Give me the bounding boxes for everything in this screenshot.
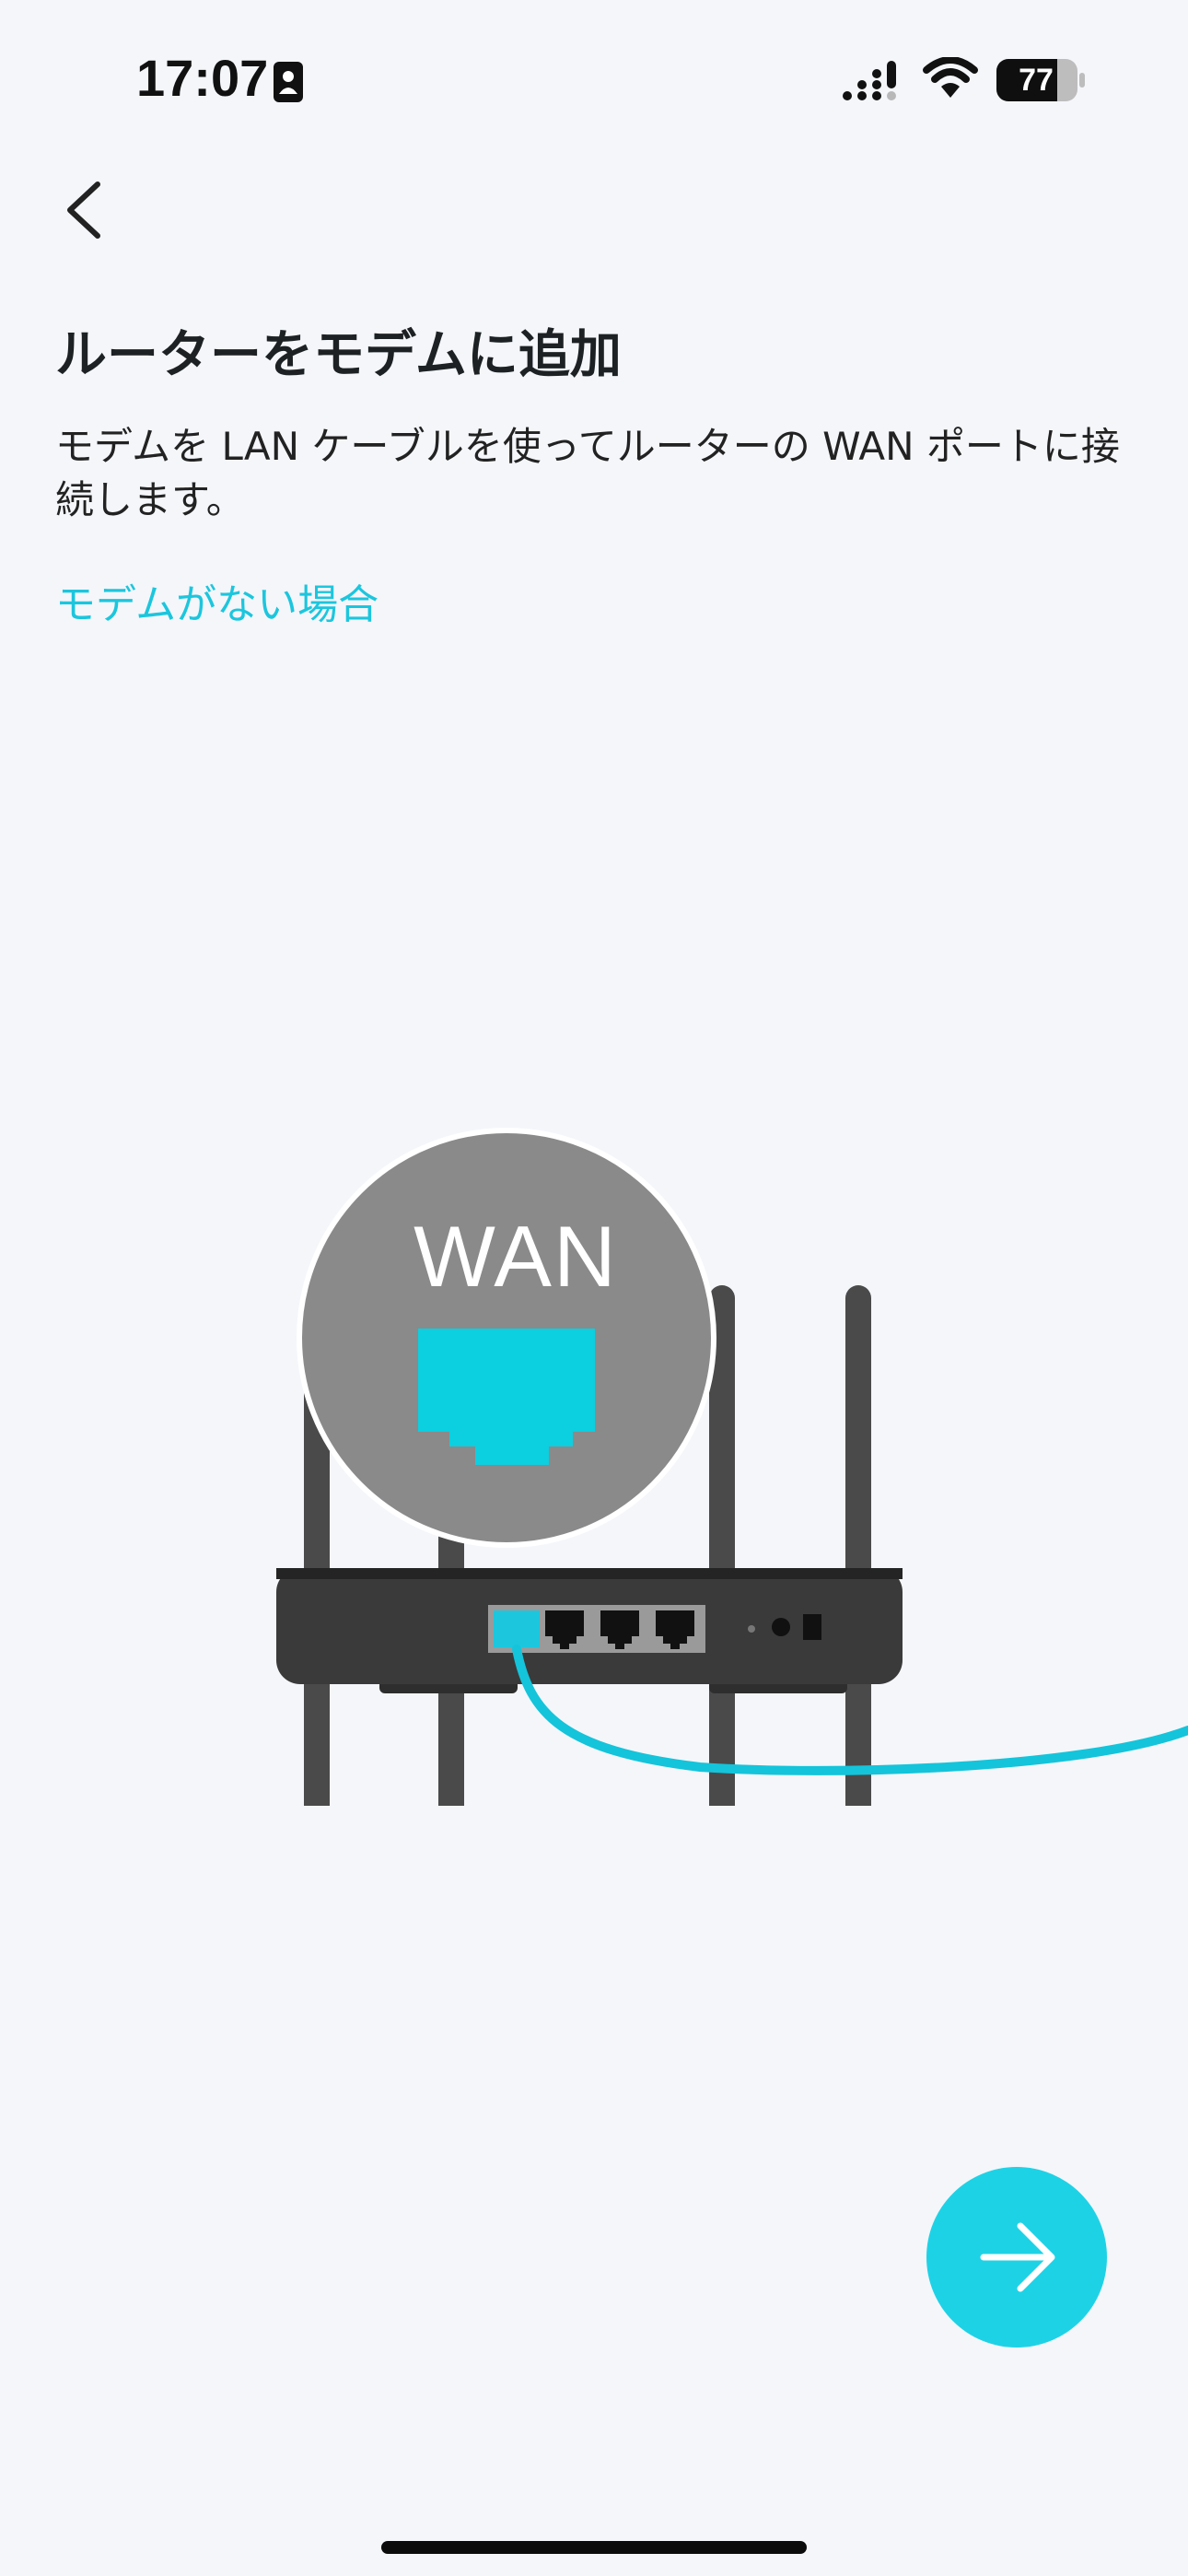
back-button[interactable] bbox=[55, 173, 120, 247]
arrow-right-icon bbox=[980, 2222, 1055, 2292]
cellular-signal-icon bbox=[843, 61, 896, 100]
no-modem-link[interactable]: モデムがない場合 bbox=[55, 581, 379, 628]
wan-port bbox=[494, 1610, 540, 1647]
ethernet-cable bbox=[512, 1645, 1188, 1775]
next-button[interactable] bbox=[926, 2167, 1107, 2348]
wifi-icon bbox=[923, 57, 978, 98]
battery-icon bbox=[996, 59, 1085, 101]
router-illustration bbox=[276, 1128, 1188, 1806]
chevron-left-icon bbox=[67, 181, 100, 239]
status-bar: 17:07 77 bbox=[0, 0, 1188, 157]
status-time: 17:07 bbox=[136, 49, 269, 107]
battery-level: 77 bbox=[1019, 63, 1054, 98]
ethernet-port-icon bbox=[418, 1329, 595, 1465]
wan-port-label: WAN bbox=[413, 1208, 618, 1305]
page-title: ルーターをモデムに追加 bbox=[55, 325, 622, 385]
home-indicator[interactable] bbox=[381, 2541, 807, 2554]
id-card-icon bbox=[274, 62, 303, 102]
description-text: モデムを LAN ケーブルを使ってルーターの WAN ポートに接続します。 bbox=[55, 424, 1120, 522]
